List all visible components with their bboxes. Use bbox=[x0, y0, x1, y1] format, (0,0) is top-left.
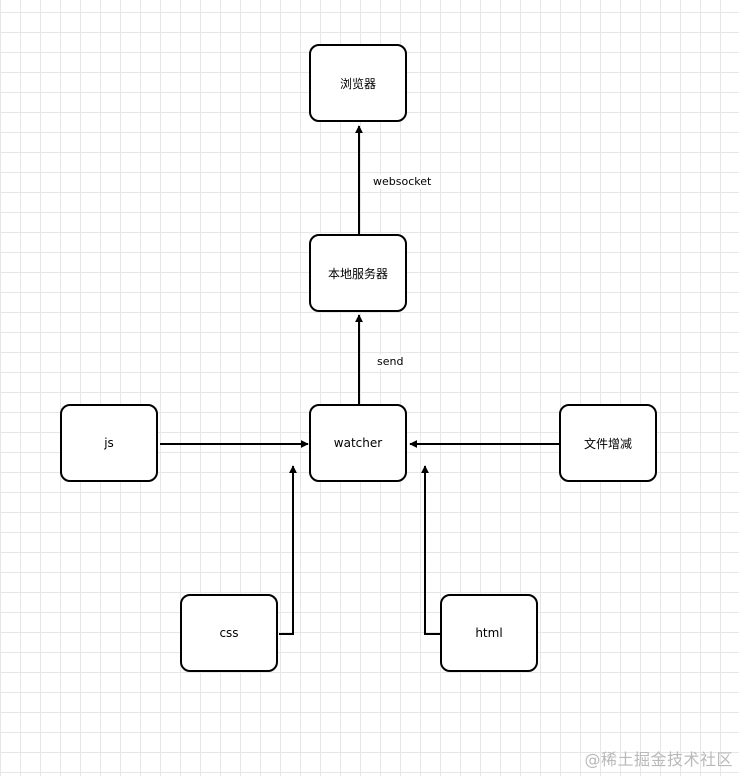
edge-label-send: send bbox=[376, 355, 405, 369]
node-html-label: html bbox=[475, 626, 503, 640]
node-browser[interactable]: 浏览器 bbox=[309, 44, 407, 122]
node-local-server[interactable]: 本地服务器 bbox=[309, 234, 407, 312]
edge-html-to-watcher bbox=[421, 465, 440, 635]
node-css-label: css bbox=[219, 626, 239, 640]
node-js-label: js bbox=[104, 436, 114, 450]
node-watcher-label: watcher bbox=[333, 436, 383, 450]
node-browser-label: 浏览器 bbox=[339, 76, 376, 91]
node-file-change-label: 文件增减 bbox=[583, 436, 632, 451]
node-js[interactable]: js bbox=[60, 404, 158, 482]
node-watcher[interactable]: watcher bbox=[309, 404, 407, 482]
node-file-change[interactable]: 文件增减 bbox=[559, 404, 657, 482]
edge-css-to-watcher bbox=[279, 465, 297, 635]
node-css[interactable]: css bbox=[180, 594, 278, 672]
node-local-server-label: 本地服务器 bbox=[327, 266, 388, 281]
node-html[interactable]: html bbox=[440, 594, 538, 672]
watermark-text: @稀土掘金技术社区 bbox=[584, 750, 733, 769]
edge-label-websocket: websocket bbox=[372, 175, 433, 189]
